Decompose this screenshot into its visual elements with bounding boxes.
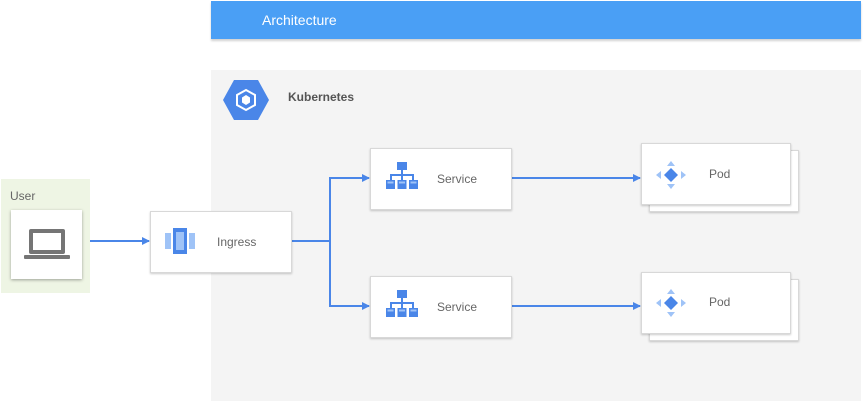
service-node-2[interactable]: Service [370,276,512,338]
kubernetes-hex-icon [223,80,269,120]
pod-node-1[interactable]: Pod [641,143,791,205]
laptop-icon [24,229,70,259]
pod-label-1: Pod [709,167,731,181]
ingress-label: Ingress [217,235,257,249]
user-label: User [10,189,36,203]
pod-node-2[interactable]: Pod [641,272,791,334]
service-label-1: Service [437,172,478,186]
kubernetes-label: Kubernetes [288,90,355,104]
ingress-node[interactable]: Ingress [150,211,292,273]
service-label-2: Service [437,300,478,314]
pod-label-2: Pod [709,295,731,309]
diagram-title-bar: Architecture [211,1,861,39]
service-tree-icon [386,290,418,317]
kubernetes-cluster-region [211,70,861,401]
user-laptop-card[interactable] [11,210,82,279]
edge-ingress-to-service-2 [291,240,370,310]
diagram-title: Architecture [262,12,337,28]
service-tree-icon [386,162,418,189]
edge-ingress-to-service-1 [291,174,370,242]
pod-diamond-icon [656,161,686,189]
pod-diamond-icon [656,289,686,317]
service-node-1[interactable]: Service [370,148,512,210]
ingress-icon [165,228,195,254]
